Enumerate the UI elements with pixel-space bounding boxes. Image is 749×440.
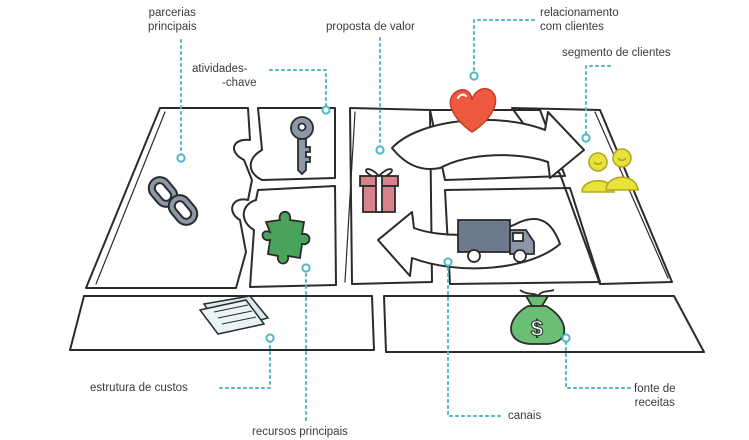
- label-atividades: atividades- -chave: [192, 62, 257, 90]
- block-proposta: [349, 107, 433, 285]
- label-parcerias-line1: parcerias: [148, 7, 196, 19]
- heart-icon: [449, 88, 497, 133]
- block-custos: [69, 295, 375, 351]
- key-icon: [290, 116, 314, 176]
- label-receitas: fonte de receitas: [634, 382, 676, 410]
- label-relacionamento-line1: relacionamento: [540, 7, 619, 19]
- label-atividades-line1: atividades-: [192, 63, 248, 75]
- puzzle-icon: [261, 210, 311, 265]
- money-bag-icon: $: [510, 289, 566, 345]
- connectors: [176, 19, 631, 421]
- chain-icon: [147, 176, 199, 226]
- documents-icon: [198, 295, 270, 335]
- people-icon: [581, 148, 639, 193]
- canvas-board: [69, 107, 705, 353]
- label-recursos: recursos principais: [252, 426, 348, 438]
- label-canais: canais: [508, 410, 542, 422]
- truck-icon: [457, 219, 535, 263]
- connector-canais: [443, 257, 501, 417]
- svg-text:$: $: [531, 316, 543, 341]
- label-receitas-line2: receitas: [634, 397, 675, 409]
- label-proposta: proposta de valor: [326, 21, 415, 33]
- gift-icon: [359, 168, 399, 213]
- label-atividades-line2: -chave: [222, 77, 257, 89]
- connector-relacionamento: [469, 19, 535, 81]
- block-receitas: [383, 295, 705, 353]
- label-parcerias-line2: principais: [148, 21, 197, 33]
- block-atividades: [249, 107, 336, 181]
- connector-receitas: [561, 333, 631, 389]
- block-recursos: [242, 185, 337, 288]
- label-parcerias: parcerias principais: [148, 6, 197, 34]
- label-segmento: segmento de clientes: [562, 47, 671, 59]
- label-relacionamento: relacionamento com clientes: [540, 6, 619, 34]
- connector-custos: [219, 333, 275, 389]
- label-custos: estrutura de custos: [90, 382, 188, 394]
- arrow-upper: [391, 111, 585, 179]
- connector-segmento: [581, 65, 611, 143]
- label-receitas-line1: fonte de: [634, 383, 676, 395]
- block-parcerias: [85, 107, 253, 289]
- label-relacionamento-line2: com clientes: [540, 21, 604, 33]
- connector-atividades: [269, 69, 331, 115]
